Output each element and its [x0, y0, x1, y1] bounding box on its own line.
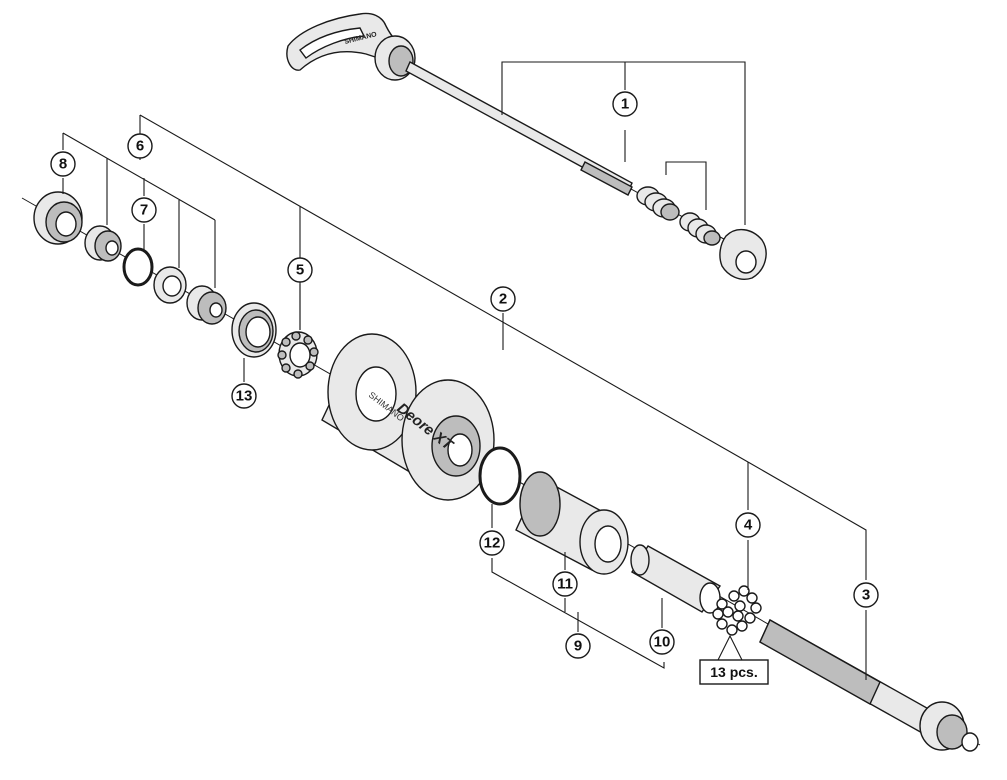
svg-text:13: 13: [236, 388, 253, 405]
ball-retainer: [277, 331, 319, 379]
skewer-rod-thread: [580, 161, 633, 196]
freehub-body: [515, 471, 629, 575]
svg-text:8: 8: [59, 156, 67, 173]
skewer-lever-slot: [299, 27, 366, 59]
dust-seal: [231, 302, 277, 358]
callout-2: 2: [490, 286, 516, 312]
svg-text:11: 11: [557, 576, 573, 593]
svg-text:4: 4: [744, 517, 753, 534]
freehub-spacer: [478, 446, 522, 506]
svg-text:9: 9: [574, 638, 582, 655]
callout-11: 11: [552, 571, 578, 597]
hub-shell: SHIMANO Deore XT: [321, 333, 495, 501]
svg-text:6: 6: [136, 138, 144, 155]
svg-text:1: 1: [621, 96, 629, 113]
skewer-spring-right: [679, 212, 721, 246]
callout-12: 12: [479, 530, 505, 556]
hub-right-bore-inner: [447, 433, 473, 467]
svg-text:5: 5: [296, 262, 304, 279]
cone: [84, 225, 122, 262]
callout-8: 8: [50, 151, 76, 177]
axle-sleeve: [630, 544, 722, 614]
cone-inner: [186, 285, 227, 325]
o-ring-washer: [122, 247, 154, 287]
svg-text:12: 12: [484, 535, 501, 552]
quantity-note: 13 pcs.: [699, 659, 769, 685]
lock-nut: [33, 191, 83, 245]
hub-left-flange-inner: [355, 366, 397, 422]
callout-1: 1: [612, 91, 638, 117]
quick-release-skewer: SHIMANO: [286, 12, 767, 280]
callout-7: 7: [131, 197, 157, 223]
quantity-note-text: 13 pcs.: [710, 664, 757, 680]
callout-10: 10: [649, 629, 675, 655]
callout-5: 5: [287, 257, 313, 283]
callout-9: 9: [565, 633, 591, 659]
skewer-spring-left: [636, 186, 680, 221]
spacer-washer: [153, 266, 187, 304]
callout-4: 4: [735, 512, 761, 538]
svg-text:7: 7: [140, 202, 148, 219]
svg-text:3: 3: [862, 587, 870, 604]
callout-3: 3: [853, 582, 879, 608]
svg-text:2: 2: [499, 291, 507, 308]
skewer-nut-face: [735, 250, 757, 274]
callout-6: 6: [127, 133, 153, 159]
hub-axle: [759, 619, 979, 752]
callout-13: 13: [231, 383, 257, 409]
svg-text:10: 10: [654, 634, 671, 651]
steel-balls: [712, 585, 762, 636]
